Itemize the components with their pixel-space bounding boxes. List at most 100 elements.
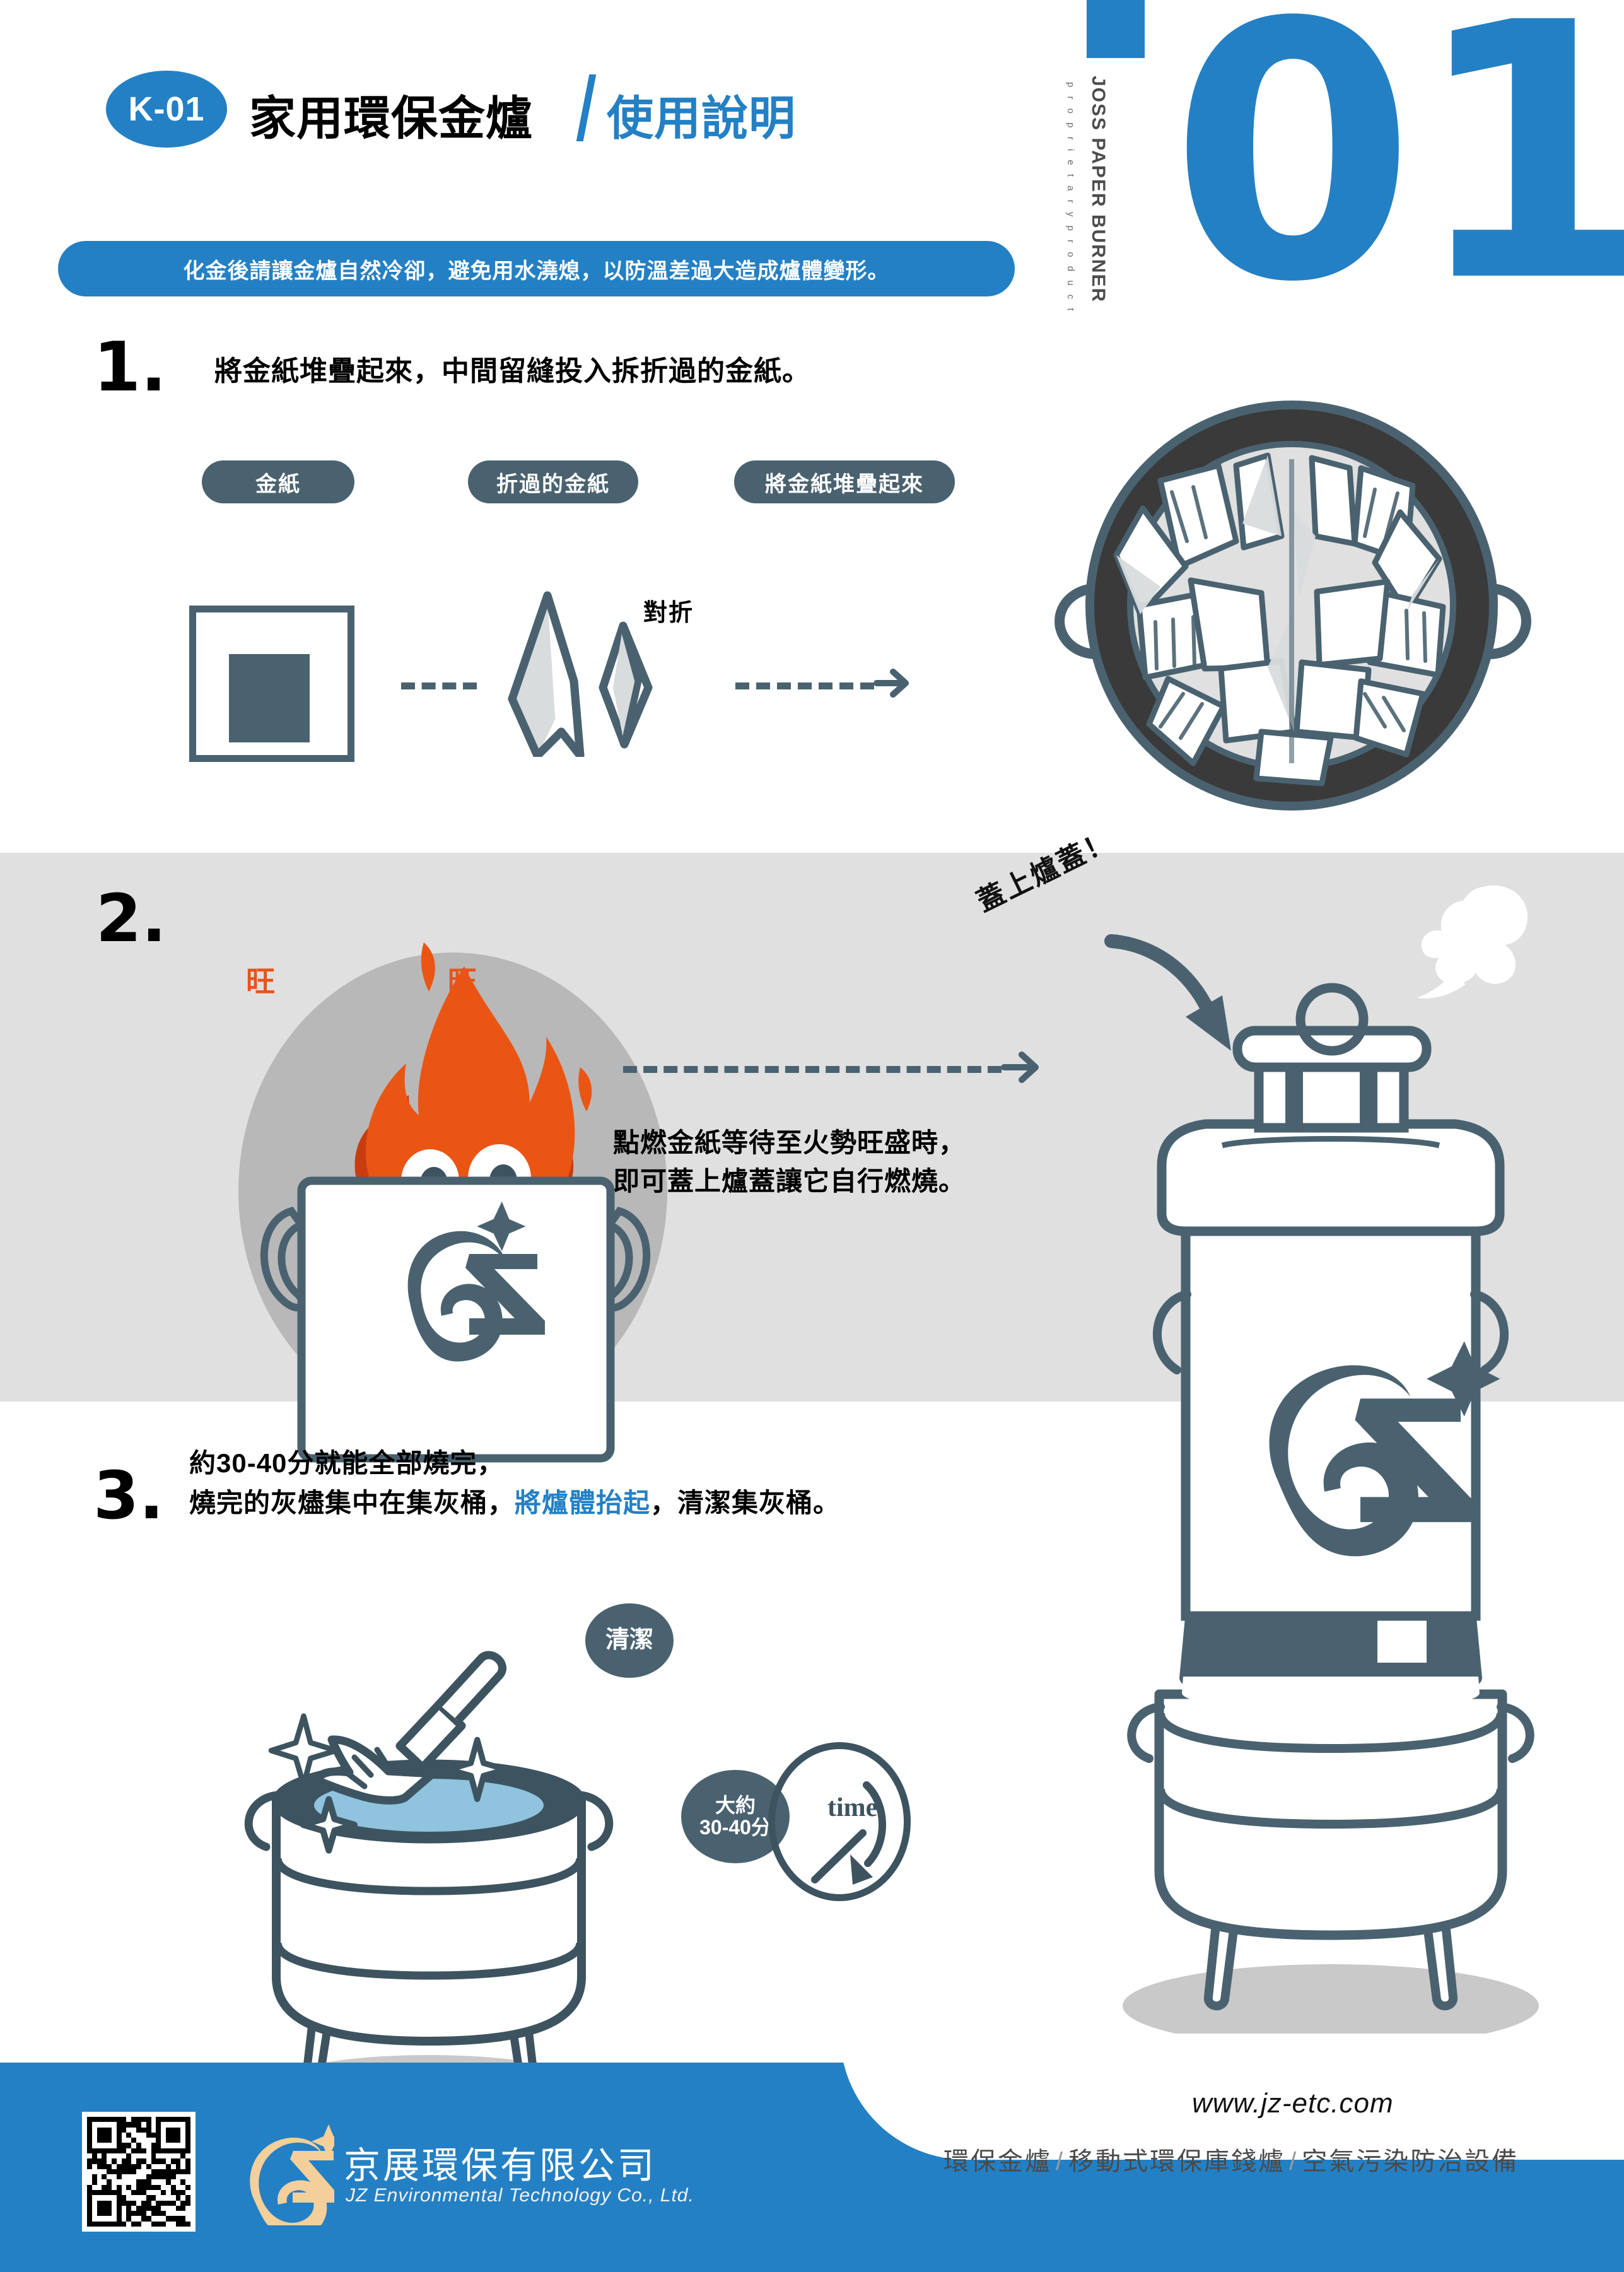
qr-module xyxy=(151,2190,156,2195)
qr-module xyxy=(185,2206,190,2211)
flame-label-left: 旺 xyxy=(246,965,276,998)
qr-module xyxy=(146,2158,151,2164)
qr-module xyxy=(96,2158,102,2164)
qr-module xyxy=(116,2174,122,2180)
qr-module xyxy=(151,2184,156,2190)
qr-module xyxy=(102,2122,107,2127)
qr-module xyxy=(166,2143,171,2148)
qr-module xyxy=(121,2148,127,2153)
step-3-line-1: 約30-40分就能全部燒完， xyxy=(189,1448,505,1478)
qr-module xyxy=(102,2184,107,2190)
qr-module xyxy=(171,2153,176,2158)
qr-module xyxy=(151,2164,156,2169)
step-2-instruction: 點燃金紙等待至火勢旺盛時， 即可蓋上爐蓋讓它自行燃燒。 xyxy=(613,1124,966,1201)
qr-module xyxy=(175,2164,181,2169)
qr-module xyxy=(161,2153,166,2158)
qr-module xyxy=(116,2169,122,2175)
vertical-product-label: JOSS PAPER BURNER xyxy=(1088,76,1109,303)
qr-module xyxy=(116,2164,122,2169)
qr-module xyxy=(146,2148,151,2153)
qr-module xyxy=(165,2148,171,2153)
qr-module xyxy=(126,2205,132,2211)
qr-module xyxy=(136,2122,141,2128)
qr-module xyxy=(121,2169,127,2175)
qr-module xyxy=(185,2211,190,2216)
page-title: 家用環保金爐 xyxy=(249,92,533,144)
qr-module xyxy=(87,2216,92,2222)
qr-module xyxy=(175,2138,181,2143)
qr-module xyxy=(161,2128,166,2133)
qr-module xyxy=(121,2195,127,2201)
qr-module xyxy=(185,2169,190,2175)
qr-module xyxy=(156,2138,161,2143)
qr-module xyxy=(131,2185,136,2190)
qr-module xyxy=(116,2132,122,2138)
qr-module xyxy=(131,2153,136,2158)
qr-module xyxy=(156,2158,161,2164)
footer-website-url[interactable]: www.jz-etc.com xyxy=(1192,2088,1394,2119)
qr-module xyxy=(175,2127,181,2133)
qr-module xyxy=(117,2179,122,2184)
model-badge: K-01 xyxy=(106,71,227,148)
qr-module xyxy=(112,2138,117,2143)
qr-module xyxy=(126,2122,132,2128)
qr-module xyxy=(102,2211,107,2216)
qr-module xyxy=(165,2200,171,2206)
flame-label-right: 旺 xyxy=(448,965,478,998)
qr-module xyxy=(171,2206,176,2211)
step-1-number: 1. xyxy=(93,328,167,407)
qr-module xyxy=(87,2164,92,2169)
qr-module xyxy=(112,2206,117,2211)
qr-module xyxy=(107,2138,112,2143)
qr-module xyxy=(87,2153,92,2158)
qr-module xyxy=(151,2148,156,2153)
qr-module xyxy=(97,2179,102,2184)
qr-module xyxy=(112,2195,117,2200)
qr-module xyxy=(91,2153,97,2159)
qr-module xyxy=(166,2158,171,2164)
qr-module xyxy=(185,2195,190,2201)
qr-module xyxy=(102,2195,107,2200)
qr-module xyxy=(102,2221,107,2227)
qr-module xyxy=(107,2179,112,2185)
qr-module xyxy=(141,2127,146,2133)
qr-module xyxy=(121,2200,127,2206)
qr-module xyxy=(96,2211,102,2216)
qr-module xyxy=(112,2211,117,2216)
qr-module xyxy=(141,2117,146,2123)
qr-module xyxy=(112,2201,117,2206)
qr-module xyxy=(116,2200,122,2206)
qr-module xyxy=(102,2216,107,2221)
jz-logo-icon xyxy=(250,2124,334,2225)
qr-module xyxy=(126,2195,131,2200)
qr-module xyxy=(176,2179,181,2184)
qr-module xyxy=(116,2184,122,2190)
qr-module xyxy=(116,2138,122,2143)
qr-module xyxy=(151,2221,156,2227)
qr-module xyxy=(185,2122,190,2128)
qr-module xyxy=(131,2128,136,2133)
step-3-line-2: 燒完的灰燼集中在集灰桶，將爐體抬起，清潔集灰桶。 xyxy=(189,1483,840,1523)
qr-module xyxy=(102,2189,107,2196)
qr-module xyxy=(136,2211,141,2216)
qr-module xyxy=(136,2174,141,2179)
qr-module xyxy=(136,2127,141,2133)
qr-module xyxy=(141,2164,146,2169)
qr-module xyxy=(170,2189,176,2196)
qr-module xyxy=(107,2174,112,2179)
qr-module xyxy=(180,2117,186,2123)
qr-module xyxy=(165,2127,171,2133)
qr-module xyxy=(180,2179,186,2185)
qr-module xyxy=(161,2122,166,2127)
qr-module xyxy=(116,2221,122,2227)
qr-module xyxy=(161,2206,166,2211)
qr-module xyxy=(126,2148,131,2153)
qr-module xyxy=(146,2211,151,2216)
qr-module xyxy=(151,2132,156,2138)
qr-code[interactable] xyxy=(82,2112,196,2232)
qr-module xyxy=(116,2117,122,2123)
step-3-line-2-b: ，清潔集灰桶。 xyxy=(650,1488,841,1518)
qr-module xyxy=(136,2153,141,2158)
qr-module xyxy=(185,2138,190,2143)
qr-module xyxy=(175,2169,181,2175)
